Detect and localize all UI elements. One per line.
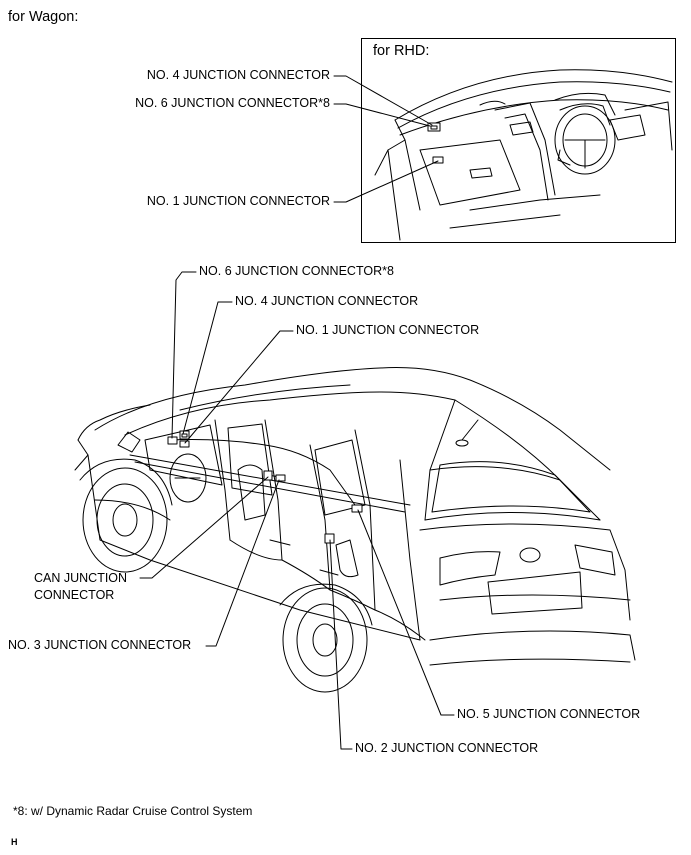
label-no6-junction-connector: NO. 6 JUNCTION CONNECTOR*8	[199, 264, 394, 278]
corner-mark: H	[11, 837, 18, 847]
inset-leader-lines	[333, 75, 439, 203]
label-no3-junction-connector: NO. 3 JUNCTION CONNECTOR	[8, 638, 192, 652]
vehicle-illustration	[74, 367, 636, 693]
label-can-junction-connector-line2: CONNECTOR	[34, 588, 115, 602]
inset-connectors	[427, 122, 444, 164]
label-can-junction-connector-line1: CAN JUNCTION	[34, 571, 128, 585]
main-leader-lines	[139, 271, 455, 750]
inset-dashboard-illustration	[374, 69, 673, 241]
inset-label-no1-junction-connector: NO. 1 JUNCTION CONNECTOR	[146, 194, 330, 208]
inset-label-no6-junction-connector: NO. 6 JUNCTION CONNECTOR*8	[135, 96, 330, 110]
inset-title: for RHD:	[373, 43, 430, 59]
inset-label-no4-junction-connector: NO. 4 JUNCTION CONNECTOR	[146, 68, 330, 82]
page-title: for Wagon:	[8, 9, 79, 25]
vehicle-connectors	[167, 430, 363, 544]
label-no1-junction-connector: NO. 1 JUNCTION CONNECTOR	[296, 323, 480, 337]
footnote: *8: w/ Dynamic Radar Cruise Control Syst…	[13, 804, 253, 818]
label-no4-junction-connector: NO. 4 JUNCTION CONNECTOR	[235, 294, 419, 308]
label-no5-junction-connector: NO. 5 JUNCTION CONNECTOR	[457, 707, 641, 721]
rhd-inset-frame	[361, 38, 676, 243]
label-no2-junction-connector: NO. 2 JUNCTION CONNECTOR	[355, 741, 539, 755]
